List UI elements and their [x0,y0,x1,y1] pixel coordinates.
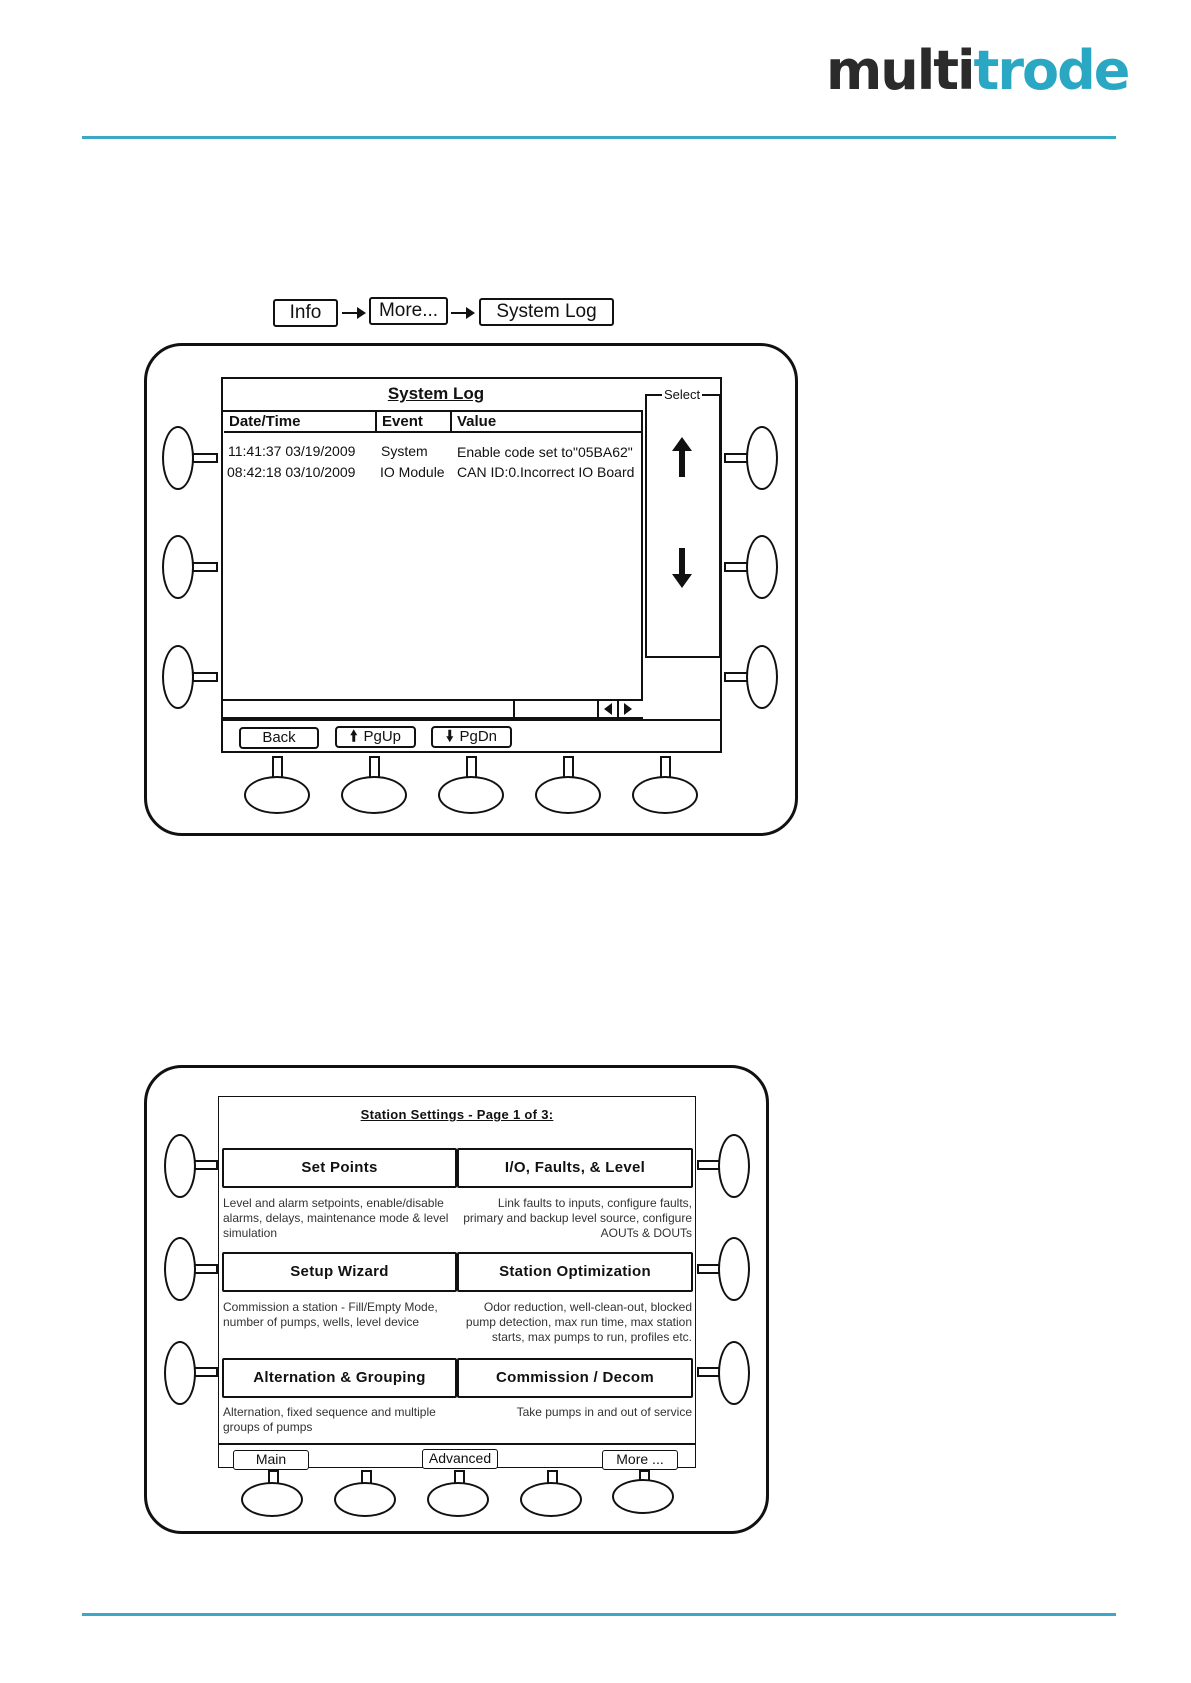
breadcrumb-info: Info [273,299,338,327]
column-header-datetime: Date/Time [224,412,377,433]
set-points-description: Level and alarm setpoints, enable/disabl… [223,1196,449,1240]
bottom-soft-button-2[interactable] [334,1482,396,1517]
commission-decom-description: Take pumps in and out of service [516,1405,692,1419]
station-settings-title: Station Settings - Page 1 of 3: [360,1107,554,1122]
setup-wizard-button[interactable]: Setup Wizard [222,1252,457,1292]
column-header-event: Event [377,412,452,433]
set-points-button[interactable]: Set Points [222,1148,457,1188]
arrow-right-icon [451,307,475,319]
horizontal-scrollbar[interactable] [223,699,643,719]
softkey-divider [221,719,722,721]
system-log-title: System Log [387,384,485,403]
left-soft-button-3[interactable] [164,1341,196,1405]
pgup-button[interactable]: 🠙PgUp [335,726,416,748]
bottom-soft-button-4[interactable] [535,776,601,814]
right-soft-button-2[interactable] [718,1237,750,1301]
log-row-2-event[interactable]: IO Module [380,464,445,480]
left-soft-button-3[interactable] [162,645,194,709]
log-row-1-value[interactable]: Enable code set to"05BA62" [457,444,633,460]
station-optimization-button[interactable]: Station Optimization [457,1252,693,1292]
right-soft-button-2[interactable] [746,535,778,599]
side-button-stem [192,672,218,682]
log-list [223,410,643,700]
right-soft-button-3[interactable] [718,1341,750,1405]
io-faults-level-button[interactable]: I/O, Faults, & Level [457,1148,693,1188]
advanced-button[interactable]: Advanced [422,1449,498,1469]
alternation-grouping-description: Alternation, fixed sequence and multiple… [223,1405,436,1434]
alternation-grouping-button[interactable]: Alternation & Grouping [222,1358,457,1398]
arrow-up-icon: 🠙 [349,728,358,745]
bottom-soft-button-3[interactable] [438,776,504,814]
arrow-up-icon[interactable] [672,437,692,477]
arrow-down-icon: 🠛 [445,728,454,745]
arrow-right-icon [342,307,366,319]
column-header-value: Value [452,412,641,433]
io-faults-level-description: Link faults to inputs, configure faults,… [463,1196,692,1240]
bottom-soft-button-5[interactable] [632,776,698,814]
right-soft-button-3[interactable] [746,645,778,709]
more-button[interactable]: More ... [602,1450,678,1470]
scroll-right-icon[interactable] [619,700,641,718]
scroll-left-icon[interactable] [597,700,619,718]
system-log-screen [221,377,722,753]
header-rule [82,136,1116,139]
left-soft-button-1[interactable] [164,1134,196,1198]
right-soft-button-1[interactable] [746,426,778,490]
bottom-soft-button-3[interactable] [427,1482,489,1517]
log-row-2-datetime[interactable]: 08:42:18 03/10/2009 [227,464,356,480]
bottom-soft-button-1[interactable] [244,776,310,814]
log-row-1-datetime[interactable]: 11:41:37 03/19/2009 [228,443,356,459]
bottom-soft-button-1[interactable] [241,1482,303,1517]
back-button[interactable]: Back [239,727,319,749]
multitrode-logo: multitrode [826,39,1130,102]
left-soft-button-2[interactable] [162,535,194,599]
left-soft-button-1[interactable] [162,426,194,490]
side-button-stem [192,562,218,572]
softkey-divider [218,1443,696,1445]
log-row-2-value[interactable]: CAN ID:0.Incorrect IO Board [457,464,635,480]
select-label: Select [662,387,703,402]
bottom-soft-button-4[interactable] [520,1482,582,1517]
log-row-1-event[interactable]: System [381,443,428,459]
side-button-stem [192,453,218,463]
left-soft-button-2[interactable] [164,1237,196,1301]
select-panel [645,394,721,658]
bottom-soft-button-5[interactable] [612,1479,674,1514]
station-optimization-description: Odor reduction, well-clean-out, blocked … [465,1300,692,1344]
right-soft-button-1[interactable] [718,1134,750,1198]
breadcrumb-more: More... [369,297,448,325]
scrollbar-divider [513,700,515,718]
commission-decom-button[interactable]: Commission / Decom [457,1358,693,1398]
bottom-soft-button-2[interactable] [341,776,407,814]
main-button[interactable]: Main [233,1450,309,1470]
arrow-down-icon[interactable] [672,548,692,588]
pgdn-button[interactable]: 🠛PgDn [431,726,512,748]
breadcrumb-system-log: System Log [479,298,614,326]
setup-wizard-description: Commission a station - Fill/Empty Mode, … [223,1300,438,1329]
footer-rule [82,1613,1116,1616]
